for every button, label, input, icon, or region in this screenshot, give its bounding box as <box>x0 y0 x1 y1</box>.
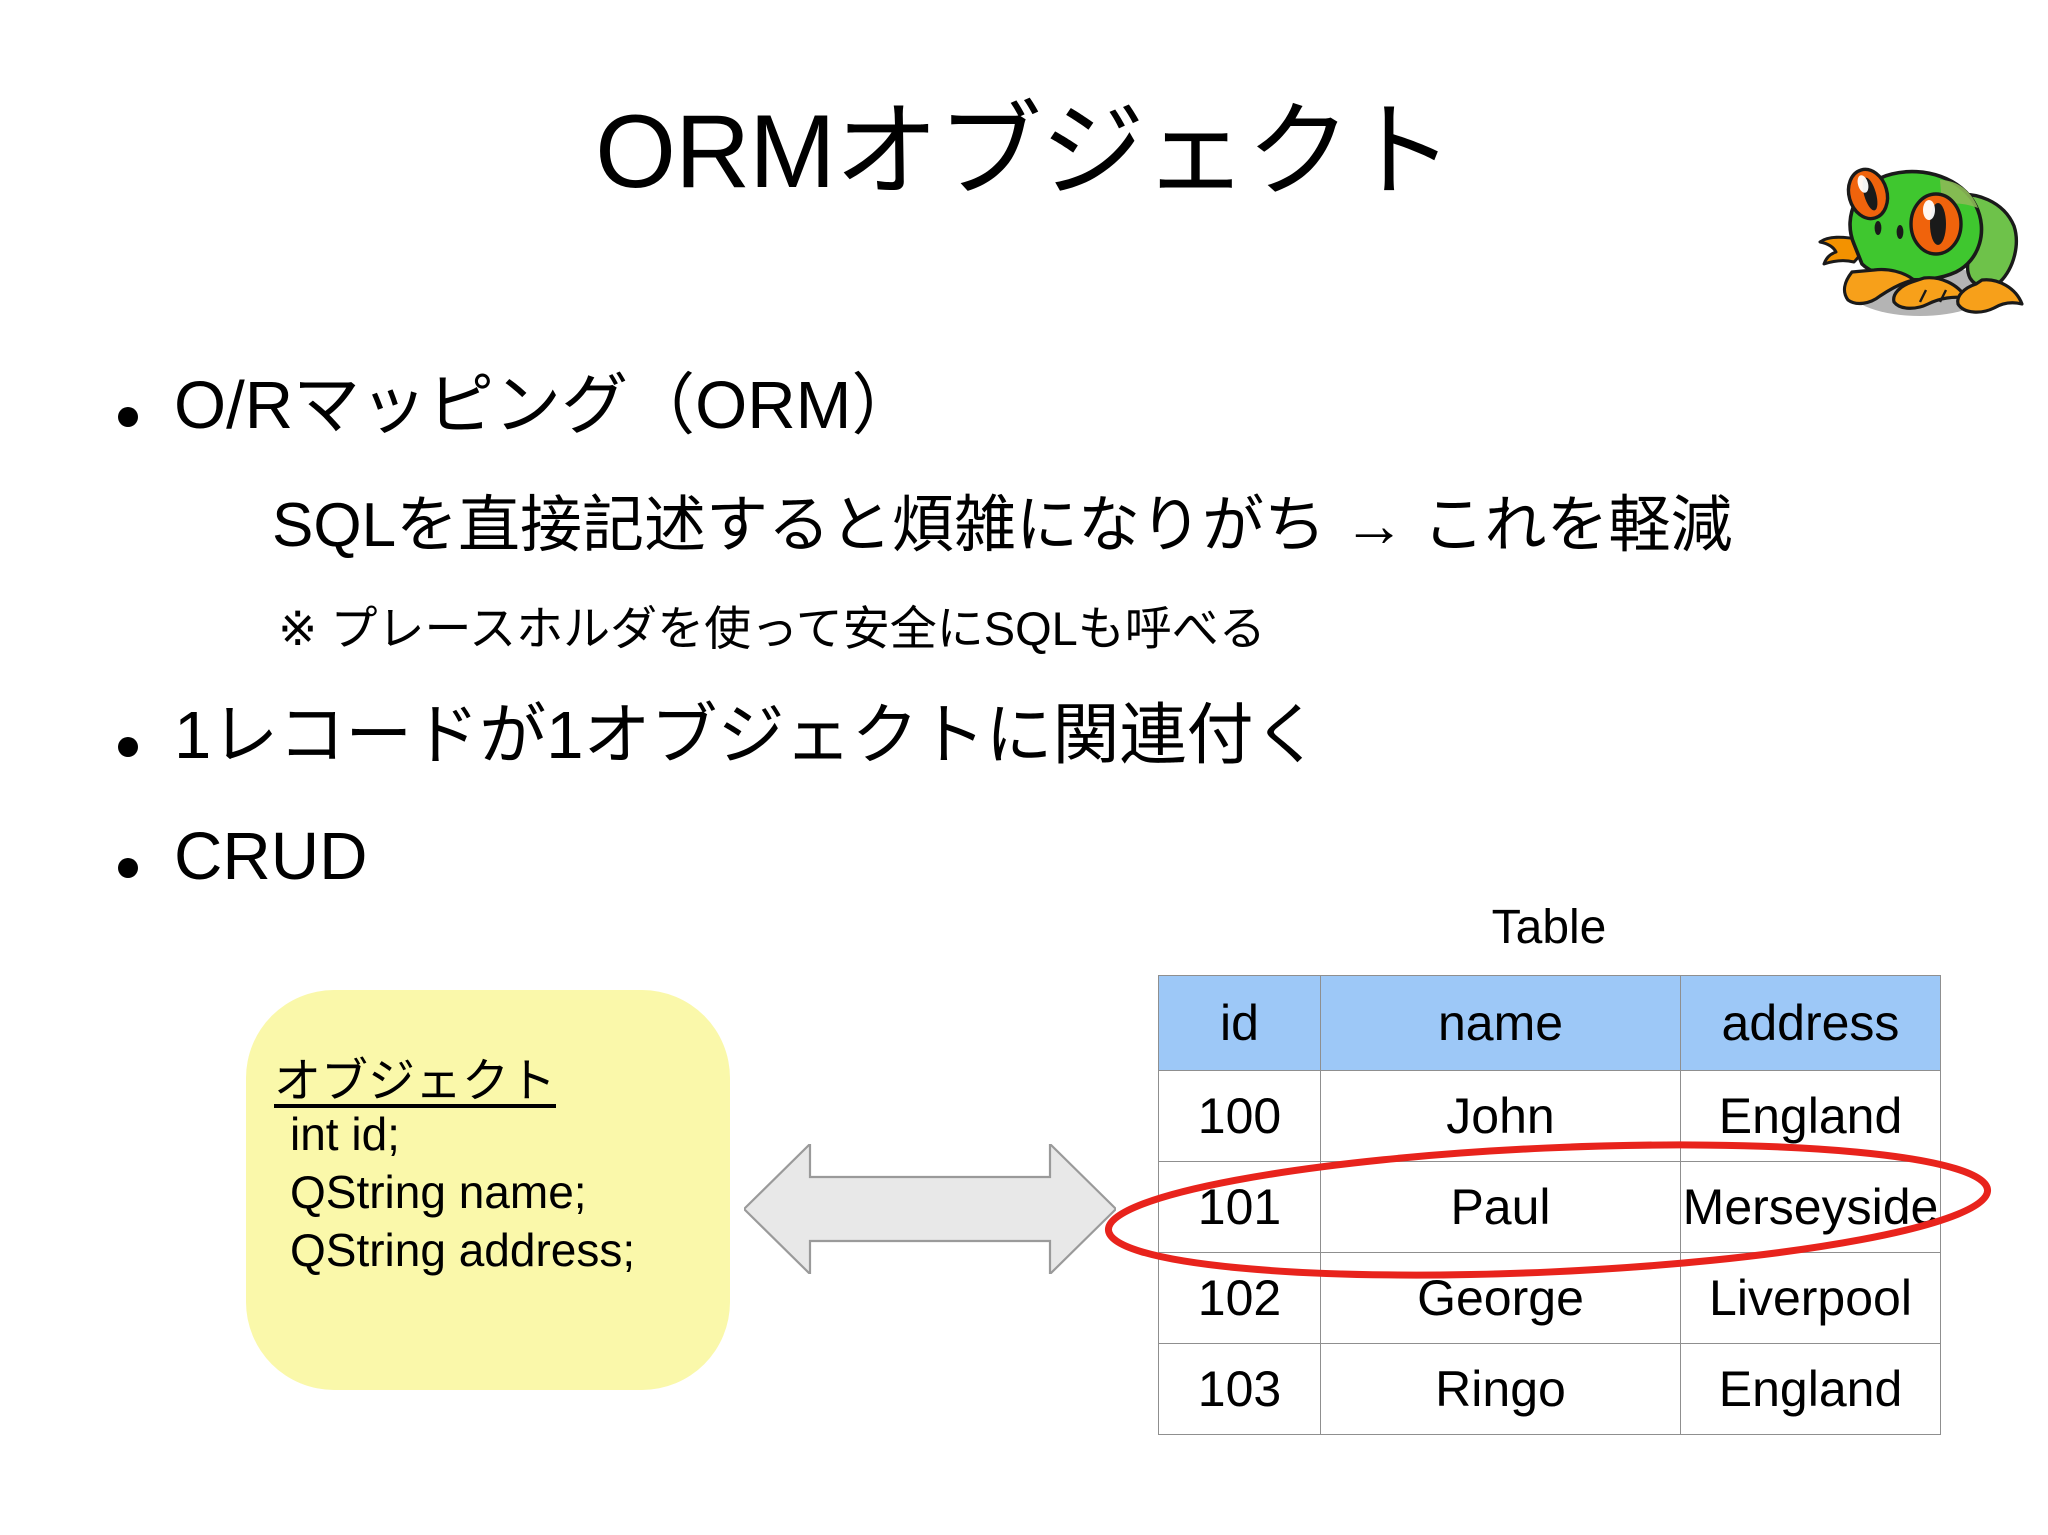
bullet-label-orm: O/Rマッピング（ORM） <box>174 368 919 443</box>
table-row: 100 John England <box>1158 1070 1941 1162</box>
sub-note-sql: SQLを直接記述すると煩雑になりがち → これを軽減 <box>272 491 1733 560</box>
bullet-dot-icon <box>118 407 138 427</box>
bullet-dot-icon <box>118 858 138 878</box>
sub-note-placeholder: ※ プレースホルダを使って安全にSQLも呼べる <box>278 602 1266 655</box>
column-header-id: id <box>1158 975 1321 1071</box>
cell-name: George <box>1320 1252 1681 1344</box>
cell-name: Ringo <box>1320 1343 1681 1435</box>
bullet-label-record: 1レコードが1オブジェクトに関連付く <box>174 698 1321 773</box>
object-field-id: int id; <box>290 1108 400 1160</box>
records-table: id name address 100 John England 101 Pau… <box>1158 975 1941 1435</box>
bullet-item-orm: O/Rマッピング（ORM） <box>118 368 919 443</box>
cell-id: 101 <box>1158 1161 1321 1253</box>
table-row: 103 Ringo England <box>1158 1343 1941 1435</box>
cell-address: Liverpool <box>1680 1252 1941 1344</box>
object-field-name: QString name; <box>290 1166 587 1218</box>
table-row: 102 George Liverpool <box>1158 1252 1941 1344</box>
cell-address: England <box>1680 1070 1941 1162</box>
cell-address: England <box>1680 1343 1941 1435</box>
column-header-name: name <box>1320 975 1681 1071</box>
column-header-address: address <box>1680 975 1941 1071</box>
cell-name: John <box>1320 1070 1681 1162</box>
page-title: ORMオブジェクト <box>595 94 1454 210</box>
table-row: 101 Paul Merseyside <box>1158 1161 1941 1253</box>
bullet-dot-icon <box>118 737 138 757</box>
bullet-item-crud: CRUD <box>118 819 368 894</box>
cell-name: Paul <box>1320 1161 1681 1253</box>
cell-address: Merseyside <box>1680 1161 1941 1253</box>
cell-id: 102 <box>1158 1252 1321 1344</box>
table-header-row: id name address <box>1158 975 1941 1071</box>
cell-id: 100 <box>1158 1070 1321 1162</box>
object-field-address: QString address; <box>290 1224 636 1276</box>
tree-frog-icon <box>1800 132 2040 332</box>
bullet-item-record: 1レコードが1オブジェクトに関連付く <box>118 698 1321 773</box>
double-headed-arrow-icon <box>742 1141 1118 1277</box>
table-caption: Table <box>1491 901 1607 954</box>
object-box-heading: オブジェクト <box>274 1054 556 1107</box>
cell-id: 103 <box>1158 1343 1321 1435</box>
bullet-label-crud: CRUD <box>174 819 368 894</box>
object-diagram-box: オブジェクト int id; QString name; QString add… <box>246 990 730 1390</box>
